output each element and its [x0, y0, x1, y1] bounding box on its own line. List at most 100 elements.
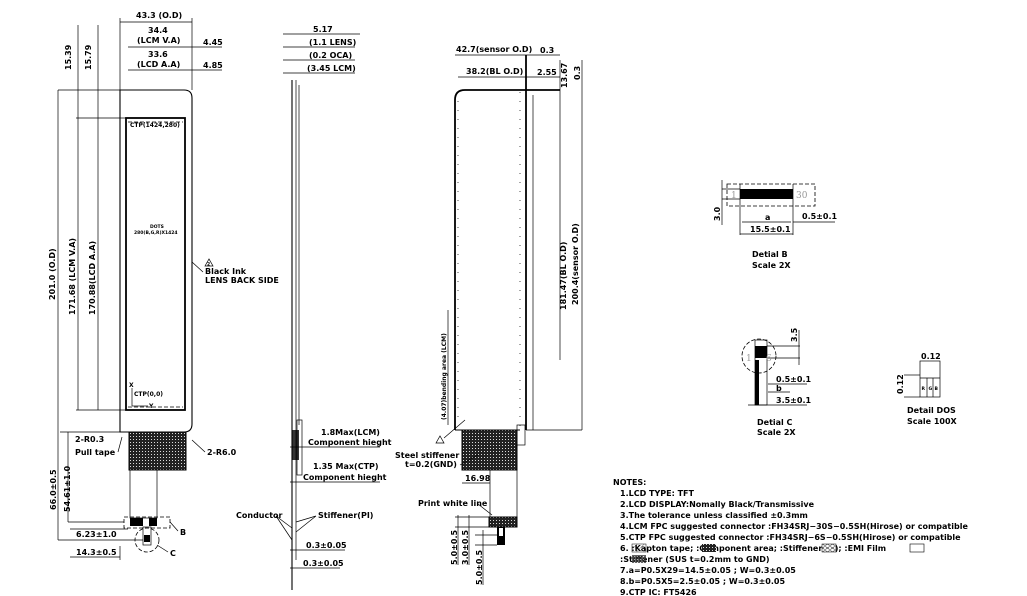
- dos-height: 0.12: [896, 374, 905, 394]
- pin-6-label: 6: [766, 354, 772, 364]
- steel-stiffener-label: Steel stiffener: [395, 451, 459, 460]
- detail-c-scale: Scale 2X: [757, 428, 796, 437]
- dim-03-vertical: 0.3: [573, 66, 582, 80]
- dim-1539: 15.39: [64, 44, 73, 70]
- dim-lcm-va-height: 171.68 (LCM V.A): [68, 238, 77, 315]
- note-line: 2.LCD DISPLAY:Nomally Black/Transmissive: [620, 500, 815, 509]
- dos-b: B: [935, 386, 939, 392]
- dim-lens: (1.1 LENS): [309, 38, 356, 47]
- detail-c: 1 6 3.5 0.5±0.1 b 3.5±0.1 Detial C Scale…: [741, 327, 811, 437]
- emi-legend-icon: [909, 543, 925, 553]
- notes-title: NOTES:: [613, 478, 646, 487]
- thickness-1: 0.3±0.05: [306, 541, 347, 550]
- dim-3: 3.0±0.5: [461, 530, 470, 565]
- note-line: 5.CTP FPC suggested connector :FH34SRJ−6…: [620, 533, 961, 542]
- dim-485: 4.85: [203, 61, 223, 70]
- dim-lcm-va-label: (LCM V.A): [137, 36, 180, 45]
- dim-03: 0.3: [540, 46, 554, 55]
- note-line: 4.LCM FPC suggested connector :FH34SRJ−3…: [620, 522, 968, 531]
- detail-b-ref: B: [180, 528, 186, 537]
- dim-lcm: (3.45 LCM): [307, 64, 356, 73]
- bending-area-label: (4.07)bending area (LCM): [441, 333, 448, 420]
- dim-255: 2.55: [537, 68, 557, 77]
- pin-1-label: 1: [746, 354, 752, 364]
- svg-text:2: 2: [207, 262, 210, 268]
- detail-dos: 0.12 0.12 R G B Detail DOS Scale 100X: [896, 352, 958, 426]
- ctp-component-height-label: Component hieght: [303, 473, 387, 482]
- dos-width: 0.12: [921, 352, 941, 361]
- black-ink-label: Black Ink: [205, 267, 247, 276]
- lcm-component-height: 1.8Max(LCM): [321, 428, 380, 437]
- warning-triangle-icon: 2: [204, 258, 214, 268]
- ctp-component-height: 1.35 Max(CTP): [313, 462, 379, 471]
- conductor-label: Conductor: [236, 511, 283, 520]
- bl-od-width: 38.2(BL O.D): [466, 67, 523, 76]
- detail-b-height: 3.0: [713, 206, 722, 221]
- dim-1698: 16.98: [465, 474, 491, 483]
- axis-y-label: Y: [148, 403, 154, 410]
- print-white-line-label: Print white line: [418, 499, 488, 508]
- dim-total-thickness: 5.17: [313, 25, 333, 34]
- dos-scale: Scale 100X: [907, 417, 958, 426]
- warning-triangle-icon: [435, 435, 445, 444]
- dim-1367: 13.67: [560, 63, 569, 88]
- detail-b-title: Detial B: [752, 250, 788, 259]
- ctp-origin-label: CTP(0,0): [134, 391, 163, 398]
- steel-stiffener-area: [461, 429, 518, 471]
- note-line: 7.a=P0.5X29=14.5±0.05 ; W=0.3±0.05: [620, 566, 796, 575]
- dim-lcd-aa-width: 33.6: [148, 50, 168, 59]
- detail-b-a: a: [765, 213, 770, 222]
- component-area: [128, 431, 187, 471]
- thickness-2: 0.3±0.05: [303, 559, 344, 568]
- lens-outline: [119, 89, 193, 433]
- radius-large-label: 2-R6.0: [207, 448, 237, 457]
- axis-x-label: X: [129, 382, 134, 389]
- dos-g: G: [929, 386, 933, 392]
- stiffener-label: Stiffener(PI): [318, 511, 373, 520]
- ctp-top-label: CTP(1424,280): [130, 122, 180, 129]
- front-view: 43.3 (O.D) 34.4 (LCM V.A) 33.6 (LCD A.A)…: [48, 11, 279, 560]
- notes: NOTES: 1.LCD TYPE: TFT 2.LCD DISPLAY:Nom…: [613, 478, 968, 596]
- lcd-active-area: [125, 117, 186, 411]
- dim-143: 14.3±0.5: [76, 548, 117, 557]
- detail-b-155: 15.5±0.1: [750, 225, 791, 234]
- bl-od-height: 181.47(BL O.D): [559, 242, 568, 310]
- detail-c-35: 3.5: [790, 327, 799, 342]
- detail-b: 1 30 3.0 a 0.5±0.1 15.5±0.1 Detial B Sca…: [713, 180, 837, 270]
- dots-title: DOTS: [150, 224, 164, 230]
- dim-lcd-aa-height: 170.88(LCD A.A): [88, 241, 97, 315]
- dim-od-width: 43.3 (O.D): [136, 11, 182, 20]
- dos-title: Detail DOS: [907, 406, 956, 415]
- note-line: 9.CTP IC: FT5426: [620, 588, 697, 596]
- back-view: 42.7(sensor O.D) 0.3 38.2(BL O.D) 2.55 1…: [395, 45, 583, 585]
- note-line: 1.LCD TYPE: TFT: [620, 489, 694, 498]
- radius-small-label: 2-R0.3: [75, 435, 104, 444]
- pin-30-label: 30: [796, 191, 808, 201]
- dim-623: 6.23±1.0: [76, 530, 117, 539]
- stiffener-legend-icon: [821, 543, 837, 553]
- lcm-component-height-label: Component hieght: [308, 438, 392, 447]
- detail-b-05: 0.5±0.1: [802, 212, 837, 221]
- detail-c-title: Detial C: [757, 418, 793, 427]
- dim-oca: (0.2 OCA): [309, 51, 352, 60]
- fpc-stiffener: [129, 469, 158, 519]
- component-legend-icon: [702, 544, 716, 552]
- detail-b-scale: Scale 2X: [752, 261, 791, 270]
- detail-c-05: 0.5±0.1: [776, 375, 811, 384]
- dim-fpc-54: 54.61±1.0: [63, 465, 72, 512]
- note-line: :Stiffener (SUS t=0.2mm to GND): [620, 555, 770, 564]
- note-line: 8.b=P0.5X5=2.5±0.05 ; W=0.3±0.05: [620, 577, 785, 586]
- dim-5-a: 5.0±0.5: [450, 530, 459, 565]
- sensor-od-height: 200.4(sensor O.D): [571, 223, 580, 305]
- steel-thickness-label: t=0.2(GND): [405, 460, 457, 469]
- dim-od-height: 201.0 (O.D): [48, 248, 57, 300]
- kapton-legend-icon: [631, 543, 647, 553]
- dim-445: 4.45: [203, 38, 223, 47]
- note-line: 6. :Kapton tape; :Component area; :Stiff…: [620, 544, 886, 553]
- side-view: 5.17 (1.1 LENS) (0.2 OCA) (3.45 LCM) 1.8…: [236, 25, 392, 590]
- dim-1579: 15.79: [84, 44, 93, 70]
- note-line: 3.The tolerance unless classified ±0.3mm: [620, 511, 808, 520]
- lens-back-side-label: LENS BACK SIDE: [205, 276, 279, 285]
- dim-lcm-va-width: 34.4: [148, 26, 168, 35]
